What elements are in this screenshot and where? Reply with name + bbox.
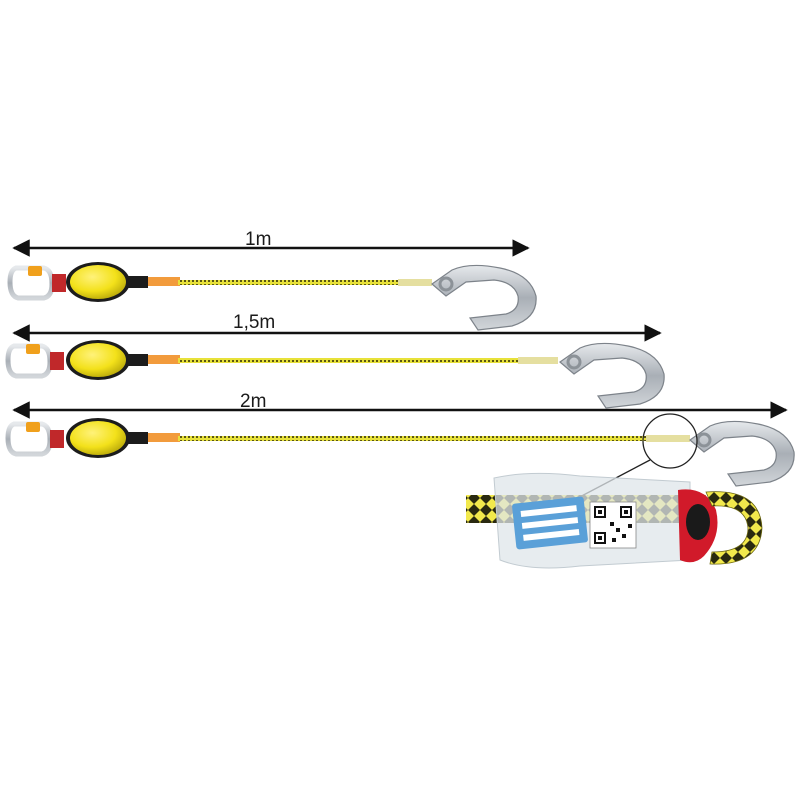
energy-absorber xyxy=(66,418,130,458)
dimension-label-1m: 1m xyxy=(245,229,272,250)
id-tag xyxy=(512,496,588,550)
rope-loop xyxy=(705,491,763,565)
rope xyxy=(178,358,520,363)
snap-hook xyxy=(431,264,537,331)
lanyard-1-5m xyxy=(5,340,665,409)
small-karabiner xyxy=(5,421,53,457)
rope xyxy=(178,280,400,285)
lanyard-1m xyxy=(7,262,537,331)
energy-absorber xyxy=(66,262,130,302)
dimension-label-2m: 2m xyxy=(240,391,267,412)
small-karabiner xyxy=(5,343,53,379)
small-karabiner xyxy=(7,265,55,301)
detail-callout-circle xyxy=(642,413,698,469)
snap-hook xyxy=(689,420,795,487)
red-thimble xyxy=(678,489,718,563)
snap-hook xyxy=(559,342,665,409)
termination-detail xyxy=(466,472,763,569)
rope xyxy=(178,436,648,441)
dimension-label-1-5m: 1,5m xyxy=(233,312,276,333)
energy-absorber xyxy=(66,340,130,380)
lanyard-2m xyxy=(5,418,795,487)
qr-code xyxy=(589,501,637,549)
